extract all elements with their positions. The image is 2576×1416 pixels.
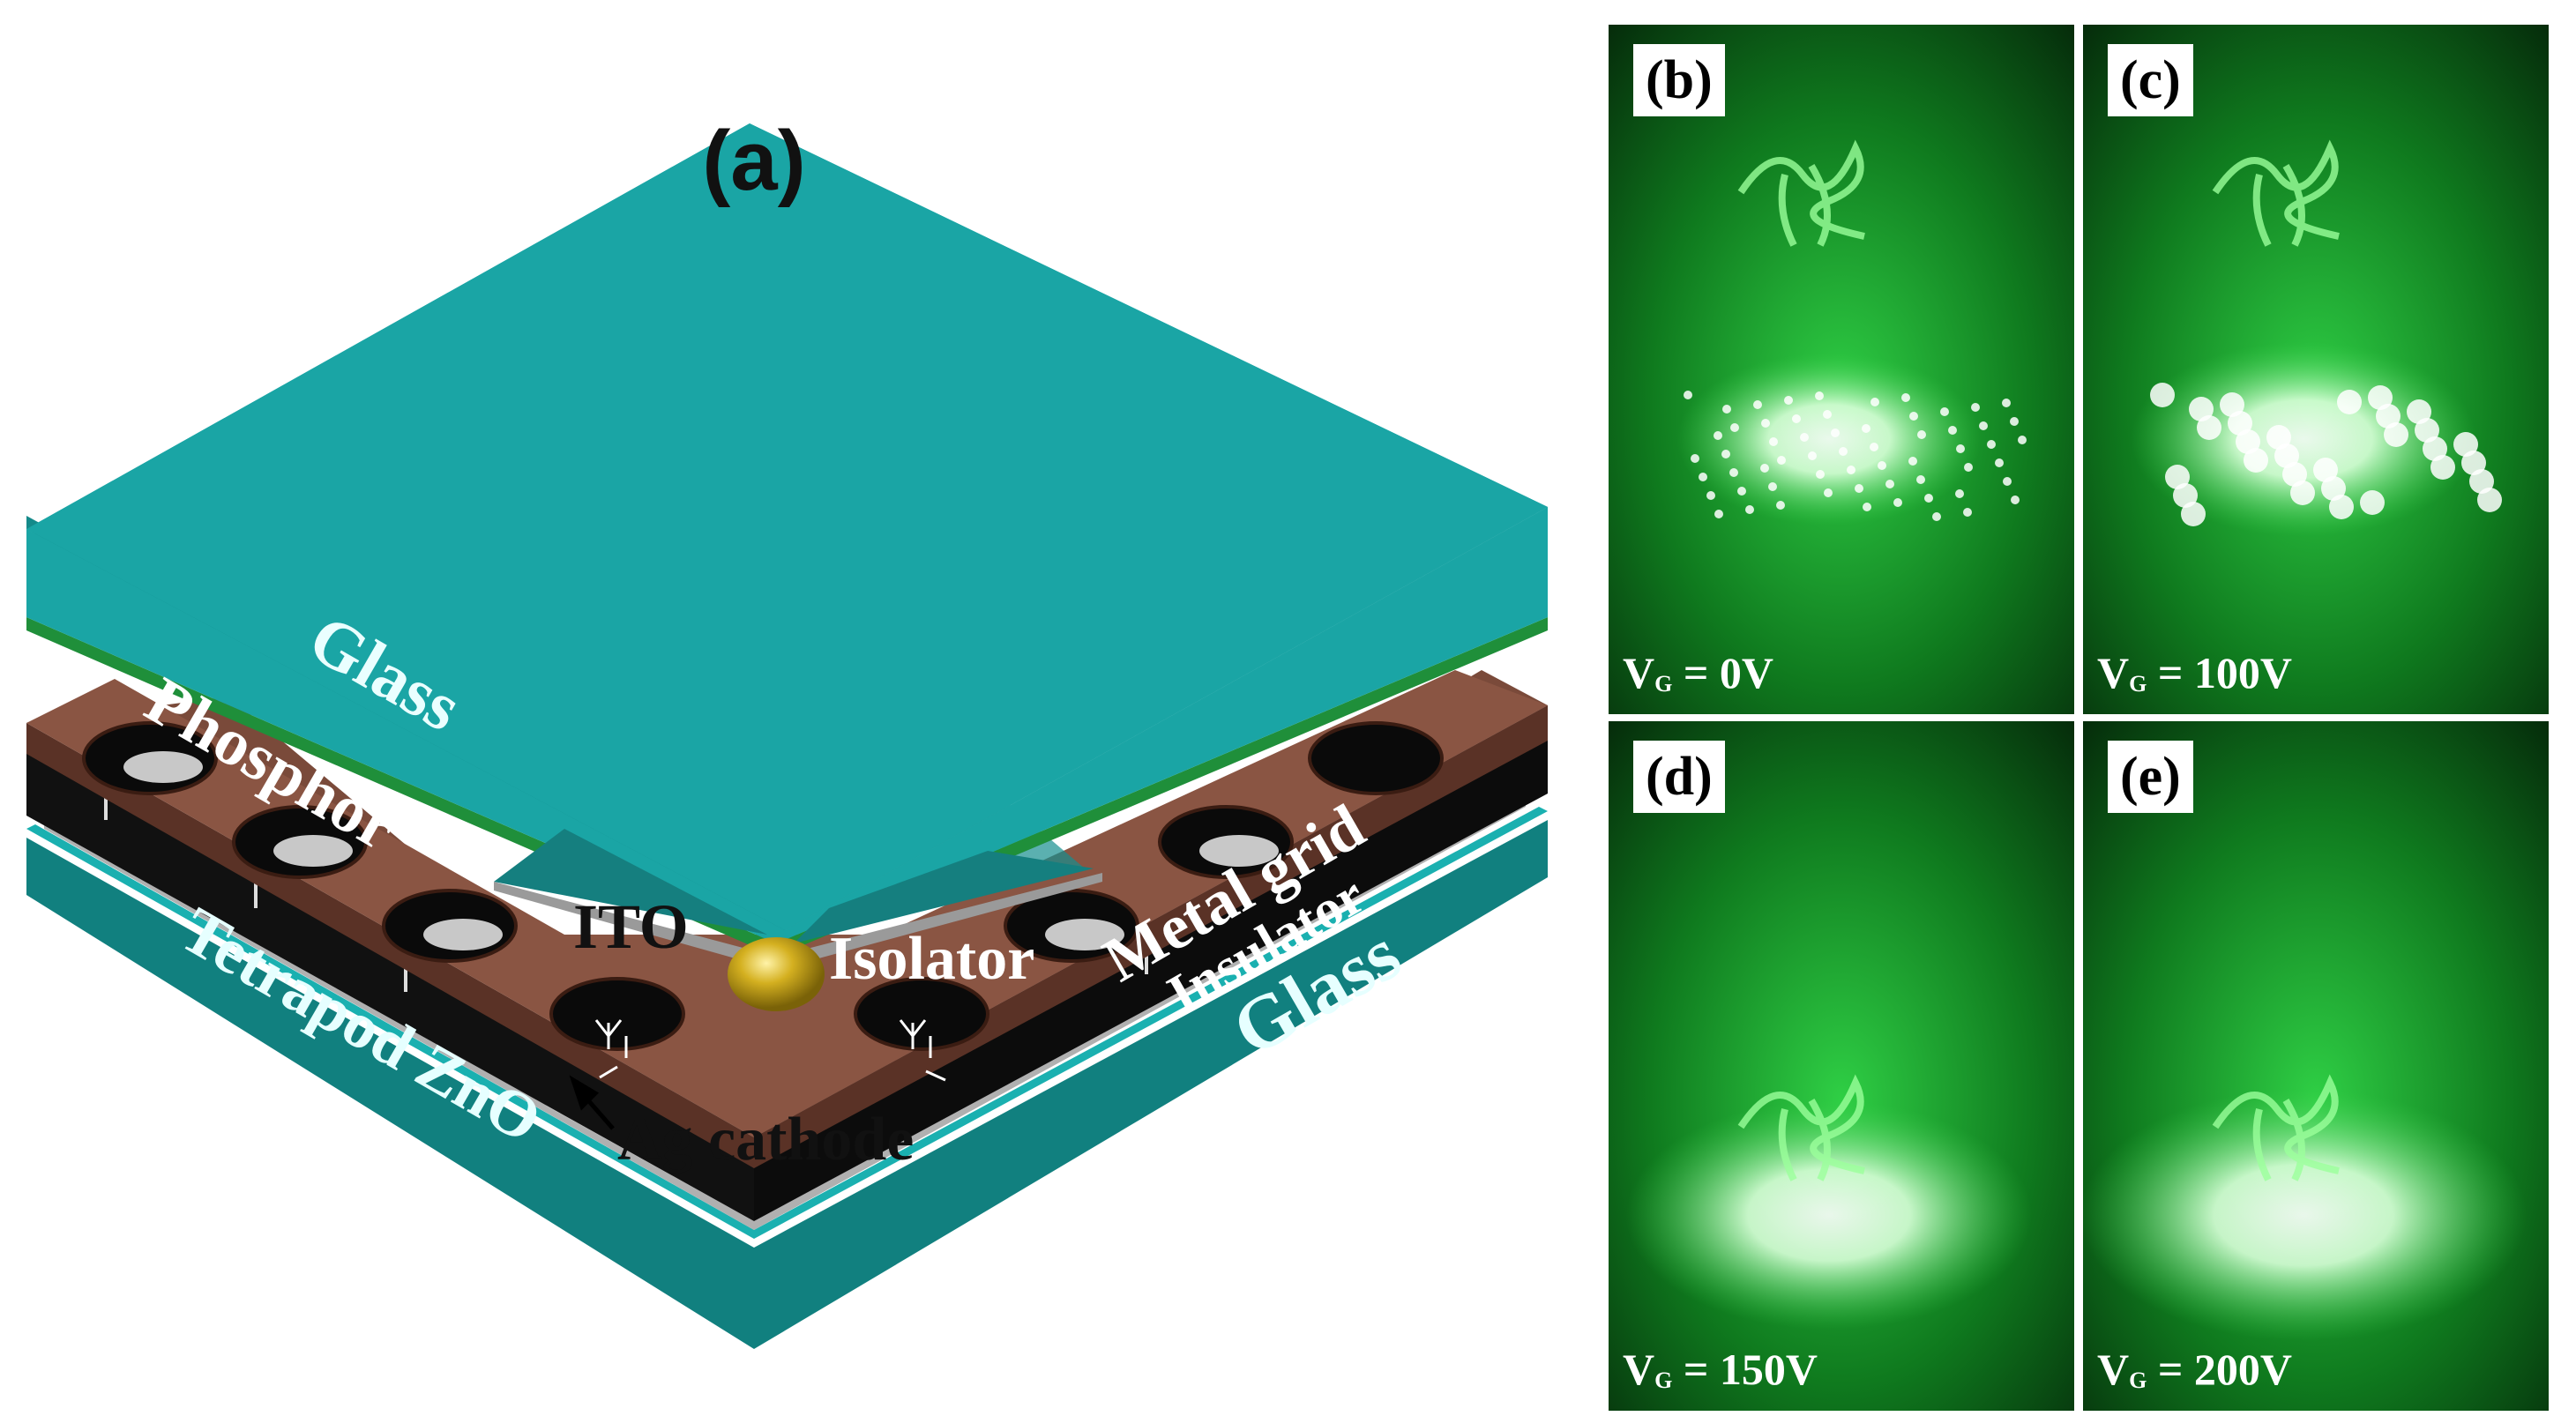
- emission-photo: [2083, 25, 2549, 714]
- ito-layer: [494, 873, 1102, 970]
- emission-photo: [1609, 721, 2074, 1411]
- ito-label: ITO: [573, 891, 689, 962]
- gate-voltage-label: VG = 100V: [2097, 648, 2292, 697]
- panel-a-label: (a): [702, 114, 805, 208]
- emission-photo: [1609, 25, 2074, 714]
- panel-label: (b): [1633, 44, 1725, 116]
- emission-panel: (d) VG = 150V: [1609, 721, 2074, 1411]
- insulator-layer: [26, 727, 1548, 1221]
- bottom-glass: [26, 807, 1548, 1349]
- isolator-ball: [728, 937, 825, 1011]
- gate-voltage-label: VG = 150V: [1623, 1345, 1818, 1394]
- ag-cathode-arrow: [569, 1075, 615, 1130]
- emission-panel: (c) VG = 100V: [2083, 25, 2549, 714]
- panel-label: (e): [2108, 741, 2193, 813]
- device-schematic: (a) Glass Phosphor ITO Isolator Metal gr…: [26, 114, 1548, 1349]
- gate-voltage-label: VG = 200V: [2097, 1345, 2292, 1394]
- gate-voltage-label: VG = 0V: [1623, 648, 1773, 697]
- emission-photo: [2083, 721, 2549, 1411]
- ag-cathode-label: Ag cathode: [617, 1106, 914, 1174]
- metal-grid: [26, 670, 1548, 1168]
- panel-label: (c): [2108, 44, 2193, 116]
- panel-label: (d): [1633, 741, 1725, 813]
- emission-panel: (e) VG = 200V: [2083, 721, 2549, 1411]
- top-glass: [26, 123, 1548, 957]
- emission-panel: (b) VG = 0V: [1609, 25, 2074, 714]
- isolator-label: Isolator: [829, 925, 1034, 993]
